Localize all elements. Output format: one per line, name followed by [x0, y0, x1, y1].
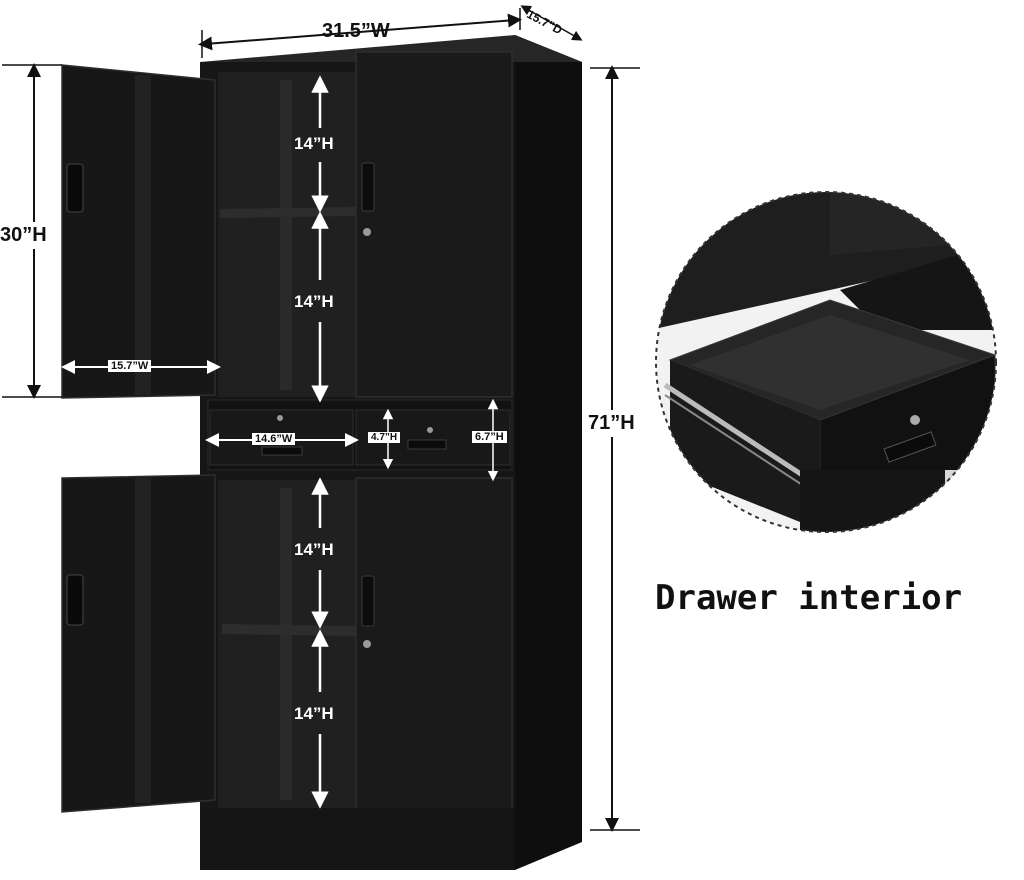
lower-right-door — [355, 477, 513, 829]
drawer-width-label: 14.6”W — [252, 433, 296, 445]
lower-lock — [363, 640, 371, 648]
lower-left-door-open — [61, 474, 216, 813]
shelf-height-label-4: 14”H — [294, 704, 334, 723]
total-height-label: 71”H — [588, 410, 635, 437]
upper-handle — [361, 162, 375, 212]
shelf-height-label-3: 14”H — [294, 540, 334, 559]
width-dimension-line — [198, 13, 522, 51]
width-label: 31.5”W — [322, 20, 390, 42]
upper-left-door-open — [61, 64, 216, 399]
depth-dimension-line — [520, 5, 583, 41]
drawer-front-height-label: 4.7”H — [368, 432, 401, 443]
cabinet-body — [200, 35, 582, 870]
door-height-label: 30”H — [0, 222, 47, 249]
drawer-interior-caption: Drawer interior — [655, 578, 963, 618]
lower-door-handle — [66, 574, 84, 626]
upper-door-handle — [66, 163, 84, 213]
lower-shelf — [222, 624, 356, 636]
shelf-height-label-2: 14”H — [294, 292, 334, 311]
lower-handle — [361, 575, 375, 627]
shelf-height-label-1: 14”H — [294, 134, 334, 153]
drawer-total-height-label: 6.7”H — [472, 431, 507, 443]
door-width-label: 15.7”W — [108, 360, 152, 372]
upper-lock — [363, 228, 371, 236]
upper-right-door — [355, 51, 513, 398]
drawer-interior-zoom — [655, 191, 997, 533]
zoom-circle-border — [655, 191, 997, 533]
